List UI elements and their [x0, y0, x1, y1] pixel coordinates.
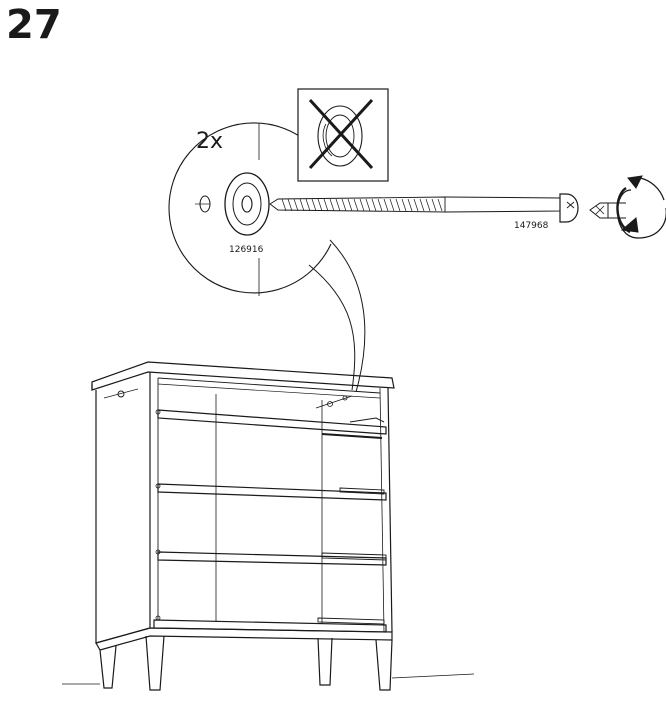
screw-thread	[413, 198, 419, 212]
screw-thread	[287, 198, 293, 212]
screw-thread	[383, 198, 389, 212]
screw-thread	[377, 198, 383, 212]
screw-thread	[341, 198, 347, 212]
step-number: 27	[6, 2, 62, 48]
washer-icon	[224, 172, 270, 236]
screw-thread	[281, 198, 287, 212]
rotate-clockwise-icon	[616, 175, 666, 239]
screw-thread	[323, 198, 329, 212]
screw-thread	[401, 198, 407, 212]
screw-thread	[311, 198, 317, 212]
hole-icon	[195, 195, 211, 213]
screw-thread	[335, 198, 341, 212]
screw-thread	[437, 198, 443, 212]
dresser	[62, 361, 475, 691]
screw-part-number: 147968	[514, 221, 549, 231]
screw-thread	[431, 198, 437, 212]
screw-thread	[389, 198, 395, 212]
screw-icon	[269, 193, 579, 223]
quantity-label: 2x	[196, 129, 223, 154]
screw-thread	[407, 198, 413, 212]
screw-thread	[329, 198, 335, 212]
screw-thread	[293, 198, 299, 212]
screw-thread	[425, 198, 431, 212]
screw-thread	[317, 198, 323, 212]
screw-thread	[299, 198, 305, 212]
screw-thread	[365, 198, 371, 212]
washer-part-number: 126916	[229, 245, 264, 255]
screw-thread	[347, 198, 353, 212]
screw-thread	[419, 198, 425, 212]
screw-thread	[353, 198, 359, 212]
screw-thread	[305, 198, 311, 212]
screwdriver-bit-icon	[589, 202, 626, 219]
screw-thread	[359, 198, 365, 212]
screw-thread	[371, 198, 377, 212]
do-not-use-washer-icon	[297, 88, 389, 182]
screw-thread	[395, 198, 401, 212]
detail-callout	[168, 122, 366, 393]
